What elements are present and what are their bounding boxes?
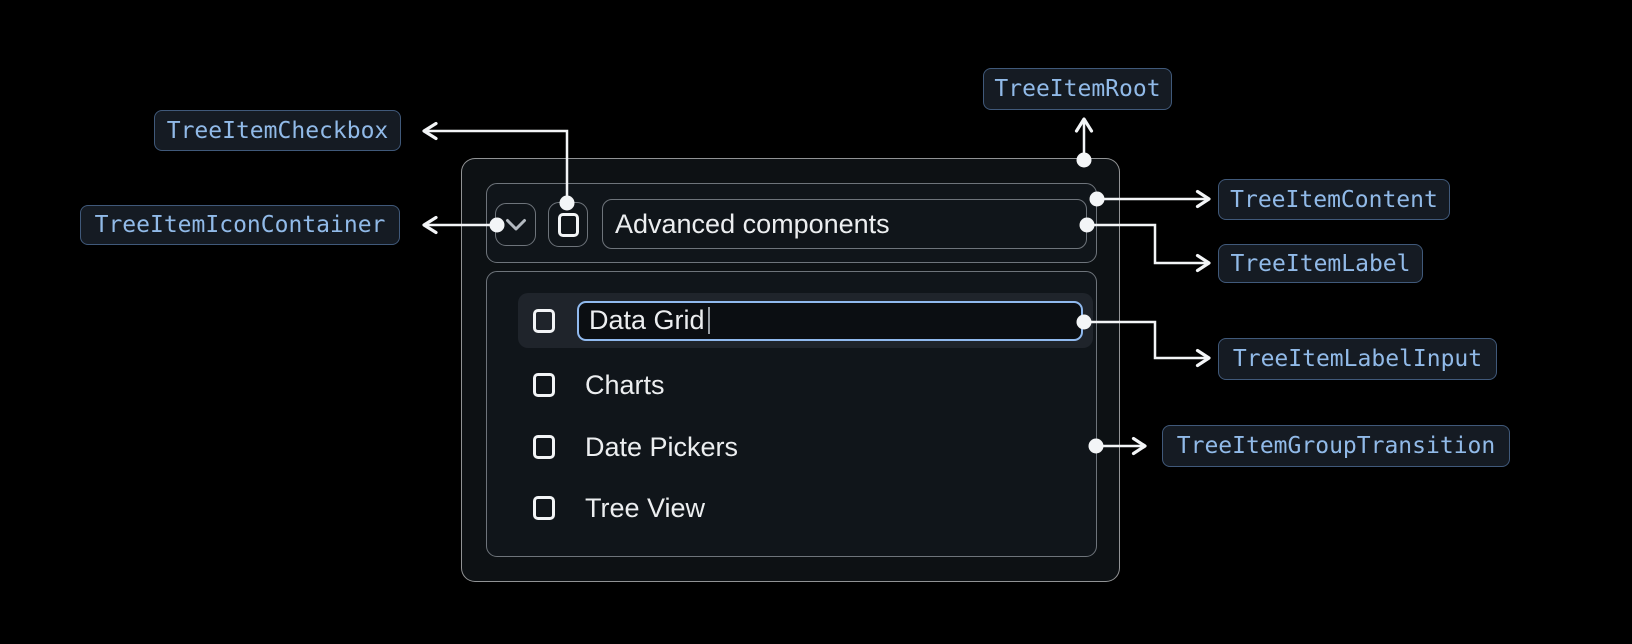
annotation-chip-content: TreeItemContent bbox=[1218, 179, 1450, 220]
annotation-chip-label: TreeItemLabel bbox=[1218, 244, 1423, 283]
checkbox-unchecked-icon[interactable] bbox=[533, 496, 555, 520]
annotation-chip-label-input: TreeItemLabelInput bbox=[1218, 338, 1497, 380]
annotation-chip-root: TreeItemRoot bbox=[983, 68, 1172, 110]
tree-row-editing[interactable]: Data Grid bbox=[518, 293, 1093, 348]
checkbox-unchecked-icon[interactable] bbox=[533, 373, 555, 397]
checkbox-unchecked-icon[interactable] bbox=[533, 308, 555, 333]
tree-item-checkbox[interactable] bbox=[548, 202, 588, 247]
annotation-chip-icon-container: TreeItemIconContainer bbox=[80, 205, 400, 245]
label-input-value: Data Grid bbox=[589, 305, 705, 335]
checkbox-unchecked-icon[interactable] bbox=[533, 435, 555, 459]
chevron-down-icon bbox=[505, 218, 526, 230]
tree-row-date-pickers[interactable]: Date Pickers bbox=[518, 423, 1093, 471]
tree-item-icon-container[interactable] bbox=[495, 203, 536, 246]
annotation-chip-group-transition: TreeItemGroupTransition bbox=[1162, 425, 1510, 467]
tree-item-label: Advanced components bbox=[602, 199, 1087, 249]
tree-row-charts[interactable]: Charts bbox=[518, 361, 1093, 409]
annotation-chip-checkbox: TreeItemCheckbox bbox=[154, 110, 401, 151]
text-caret bbox=[707, 307, 710, 334]
checkbox-unchecked-icon bbox=[557, 212, 579, 237]
tree-item-label: Charts bbox=[585, 369, 665, 400]
tree-row-tree-view[interactable]: Tree View bbox=[518, 484, 1093, 532]
tree-item-label: Date Pickers bbox=[585, 431, 739, 462]
tree-item-label: Tree View bbox=[585, 492, 706, 523]
parent-label-text: Advanced components bbox=[615, 208, 890, 239]
tree-item-label-input[interactable]: Data Grid bbox=[577, 300, 1083, 341]
